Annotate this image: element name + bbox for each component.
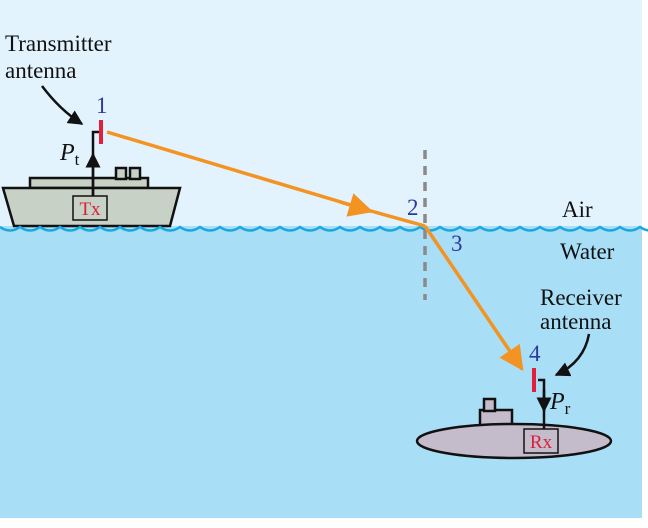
water-background [0, 226, 648, 523]
point-1-label: 1 [96, 93, 108, 118]
receiver-label-line2: antenna [540, 309, 612, 334]
ship: Tx [1, 166, 182, 228]
water-label: Water [560, 239, 615, 264]
rx-box [523, 428, 559, 454]
submarine: Rx [415, 397, 613, 460]
refracted-ray [423, 225, 524, 372]
air-label: Air [562, 197, 593, 222]
transmitter-callout-arrow [41, 85, 84, 126]
pr-label: Pr [549, 389, 571, 418]
tx-label: Tx [79, 199, 101, 220]
point-2-label: 2 [407, 195, 419, 220]
receiver-antenna [532, 368, 552, 429]
rx-label: Rx [530, 432, 553, 453]
receiver-callout-arrow [554, 333, 591, 377]
water-surface-waves [0, 225, 648, 232]
transmitter-label-line2: antenna [5, 58, 77, 83]
incident-ray-continued [370, 209, 426, 228]
transmitter-antenna [85, 120, 103, 196]
receiver-label-line1: Receiver [540, 285, 622, 310]
pt-label: Pt [59, 140, 80, 169]
point-4-label: 4 [529, 341, 541, 366]
incident-ray-arrow [339, 193, 374, 217]
tx-box [72, 195, 108, 221]
point-3-label: 3 [451, 231, 463, 256]
incident-ray [106, 130, 372, 213]
transmitter-label-line1: Transmitter [5, 31, 112, 56]
